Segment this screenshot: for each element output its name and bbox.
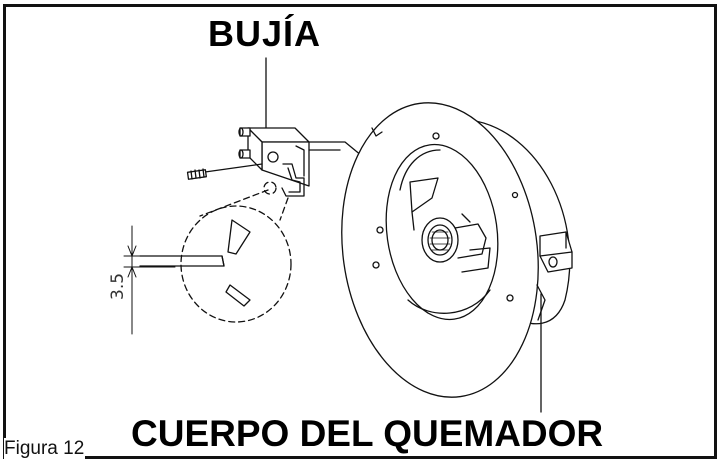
gap-dimension-marks [123, 225, 176, 335]
figure-caption: Figura 12 [4, 438, 86, 460]
spark-plug-assembly [186, 127, 363, 197]
gap-dimension-label: 3.5 [108, 272, 128, 300]
burner-body-label: CUERPO DEL QUEMADOR [131, 413, 604, 454]
burner-body [341, 102, 573, 398]
electrode-detail-contents [139, 219, 251, 307]
electrode-detail-view [180, 181, 292, 323]
spark-plug-label: BUJÍA [208, 13, 322, 54]
figure-frame [3, 4, 717, 459]
